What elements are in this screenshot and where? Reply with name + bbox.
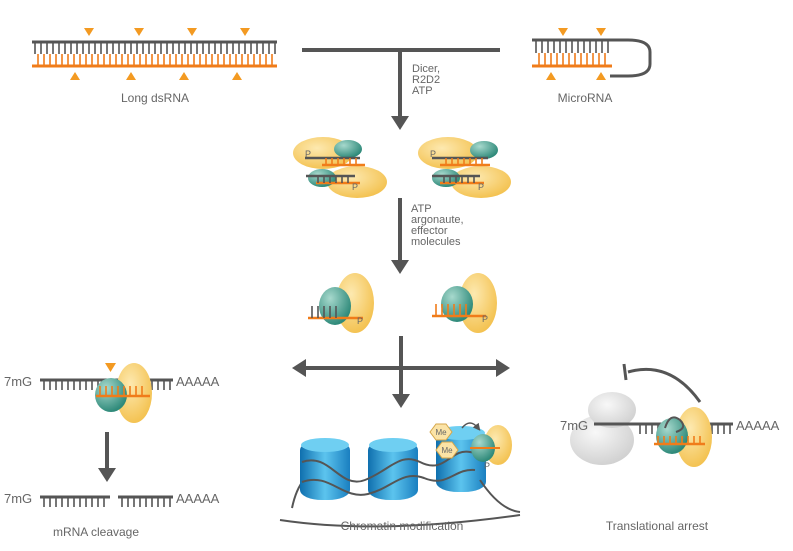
svg-text:P: P — [482, 314, 488, 324]
dicer-cut-triangles — [70, 28, 250, 80]
svg-text:7mG: 7mG — [4, 491, 32, 506]
svg-text:7mG: 7mG — [4, 374, 32, 389]
active-risc-left: P — [308, 273, 374, 333]
active-risc-right: P — [432, 273, 497, 333]
translational-arrest-label: Translational arrest — [606, 519, 709, 533]
microrna-label: MicroRNA — [558, 91, 613, 105]
chromatin: P Me Me — [279, 422, 521, 528]
risc-loading-complex-left: P P — [293, 137, 387, 198]
mrna-cleavage-label: mRNA cleavage — [53, 525, 139, 539]
svg-text:AAAAA: AAAAA — [176, 374, 220, 389]
translational-arrest: 7mG AAAAA — [560, 363, 780, 467]
cleavage-arrow — [98, 432, 116, 482]
microrna-cut-triangles — [546, 28, 606, 80]
svg-text:P: P — [478, 182, 484, 192]
svg-text:P: P — [305, 149, 311, 159]
long-dsrna-label: Long dsRNA — [121, 91, 189, 105]
svg-text:P: P — [352, 182, 358, 192]
microrna-base-pairs — [535, 41, 609, 65]
svg-text:P: P — [484, 461, 490, 471]
svg-text:7mG: 7mG — [560, 418, 588, 433]
svg-text:Me: Me — [441, 446, 453, 455]
nucleosome-2 — [368, 438, 418, 500]
risc-loading-complex-right: P P — [418, 137, 511, 198]
dsrna-base-pairs — [34, 43, 276, 65]
step2-text: ATP argonaute, effector molecules — [411, 203, 467, 248]
merge-arrow — [302, 48, 500, 130]
svg-text:P: P — [357, 316, 363, 326]
nucleosome-1 — [300, 438, 350, 500]
svg-text:AAAAA: AAAAA — [736, 418, 780, 433]
mrna-target-left: 7mG AAAAA — [4, 363, 220, 423]
chromatin-modification-label: Chromatin modification — [341, 519, 464, 533]
methyl-group-2: Me — [435, 441, 459, 459]
branch-arrows — [292, 336, 510, 408]
svg-text:AAAAA: AAAAA — [176, 491, 220, 506]
microrna-hairpin: MicroRNA — [532, 28, 652, 105]
step1-text: Dicer, R2D2 ATP — [412, 63, 443, 97]
cleaved-mrna: 7mG AAAAA — [4, 491, 220, 507]
svg-text:P: P — [430, 149, 436, 159]
long-dsrna: Long dsRNA — [32, 28, 277, 105]
methyl-group-1: Me — [429, 423, 453, 441]
activation-arrow — [391, 198, 409, 274]
svg-text:Me: Me — [435, 428, 447, 437]
